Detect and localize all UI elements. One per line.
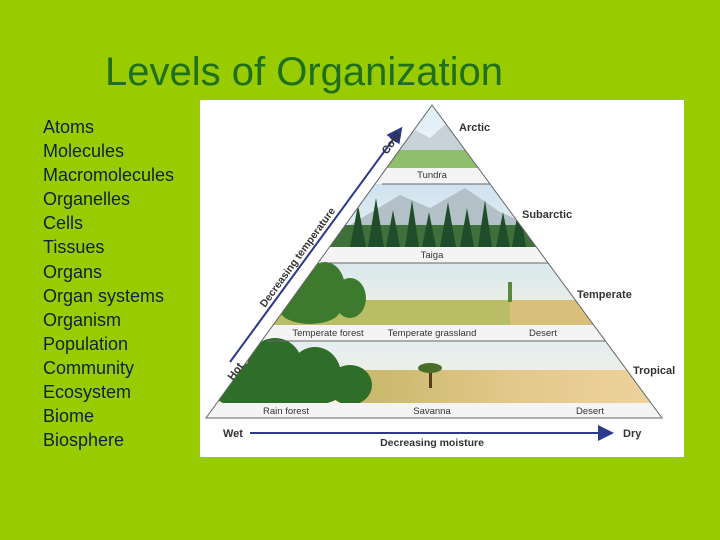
- biome-label-taiga: Taiga: [421, 250, 444, 261]
- axis-label-wet: Wet: [223, 428, 243, 440]
- biome-pyramid-figure: Tundra Taiga Temperate forest Temperate …: [200, 100, 684, 457]
- temperature-arrow: [229, 126, 403, 363]
- biome-label-savanna: Savanna: [413, 406, 451, 417]
- levels-list: Atoms Molecules Macromolecules Organelle…: [43, 115, 174, 452]
- level-item-molecules: Molecules: [43, 141, 125, 162]
- acacia-tree: [418, 363, 442, 388]
- level-item-community: Community: [43, 357, 135, 378]
- pyramid-outline: [205, 104, 663, 419]
- level-item-organ-systems: Organ systems: [43, 285, 165, 306]
- pyramid-scenery: [206, 105, 662, 418]
- level-item-organs: Organs: [43, 261, 103, 282]
- rainforest-trees: [210, 338, 372, 407]
- biome-label-temperate-grassland: Temperate grassland: [388, 328, 477, 339]
- biome-label-temperate-forest: Temperate forest: [292, 328, 364, 339]
- zone-label-subarctic: Subarctic: [522, 209, 572, 221]
- arctic-mountains: [395, 122, 480, 152]
- biome-label-tundra: Tundra: [417, 170, 447, 181]
- taiga-trees: [350, 198, 526, 247]
- biome-label-temperate-desert: Desert: [529, 328, 557, 339]
- level-item-ecosystem: Ecosystem: [43, 382, 132, 403]
- tundra-ground: [206, 150, 662, 168]
- level-item-cells: Cells: [43, 213, 84, 234]
- biome-label-rain-forest: Rain forest: [263, 406, 309, 417]
- axis-label-dry: Dry: [623, 428, 642, 440]
- biome-label-tropical-desert: Desert: [576, 406, 604, 417]
- temperate-desert-ground: [510, 300, 662, 325]
- level-item-macromolecules: Macromolecules: [43, 165, 175, 186]
- slide-title: Levels of Organization: [105, 50, 504, 94]
- savanna-desert-ground: [360, 370, 662, 403]
- level-item-biome: Biome: [43, 406, 95, 427]
- level-item-population: Population: [43, 333, 129, 354]
- biome-pyramid-svg: Tundra Taiga Temperate forest Temperate …: [205, 104, 675, 449]
- zone-label-tropical: Tropical: [633, 365, 675, 377]
- temperate-label-band: [206, 325, 662, 341]
- level-item-atoms: Atoms: [43, 117, 95, 137]
- level-item-biosphere: Biosphere: [43, 430, 125, 451]
- cactus: [508, 282, 512, 302]
- zone-label-arctic: Arctic: [459, 122, 490, 134]
- axis-label-decreasing-moisture: Decreasing moisture: [380, 437, 484, 449]
- zone-label-temperate: Temperate: [577, 289, 632, 301]
- level-item-organism: Organism: [43, 309, 122, 330]
- level-item-tissues: Tissues: [43, 237, 105, 258]
- level-item-organelles: Organelles: [43, 189, 131, 210]
- tropical-label-band: [206, 403, 662, 418]
